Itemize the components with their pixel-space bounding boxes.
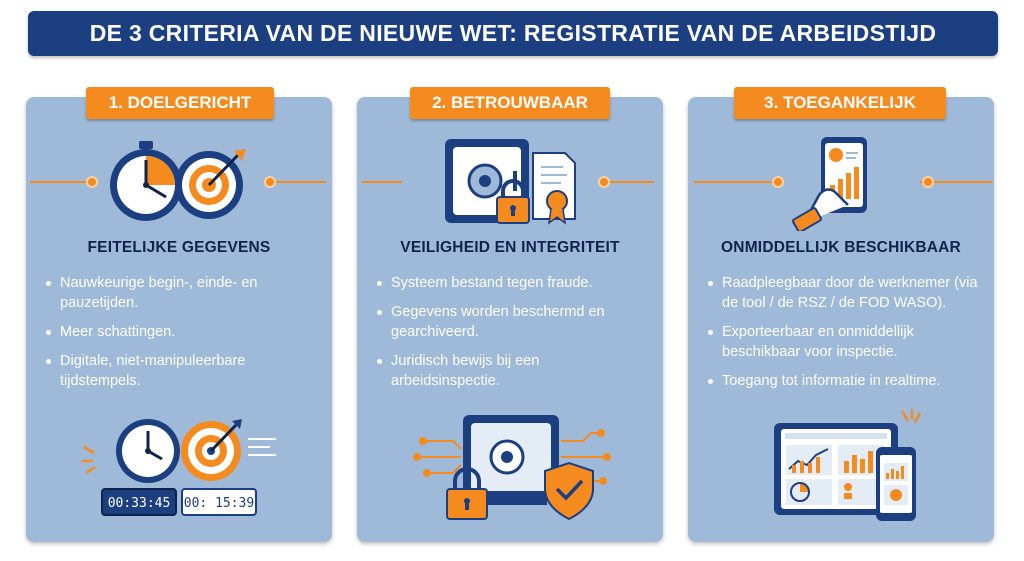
card-1-bottom-illustration: 00:33:45 00: 15:39 xyxy=(26,409,332,529)
card-1-list: Nauwkeurige begin-, einde- en pauzetijde… xyxy=(44,273,318,400)
list-item: Raadpleegbaar door de werknemer (via de … xyxy=(706,273,980,313)
list-item: Meer schattingen. xyxy=(44,322,318,342)
list-item: Toegang tot informatie in realtime. xyxy=(706,371,980,391)
page-title: DE 3 CRITERIA VAN DE NIEUWE WET: REGISTR… xyxy=(89,20,937,46)
connector-dot xyxy=(86,176,98,188)
target-icon xyxy=(181,419,242,481)
connector-line xyxy=(272,181,326,183)
card-1-top-illustration xyxy=(26,135,332,231)
criterion-card-1: FEITELIJKE GEGEVENS Nauwkeurige begin-, … xyxy=(26,97,332,542)
criterion-badge-3: 3. TOEGANKELIJK xyxy=(734,87,946,119)
target-icon xyxy=(175,149,246,219)
connector-dot xyxy=(772,176,784,188)
connector-dot xyxy=(922,176,934,188)
connector-line xyxy=(362,181,402,183)
circuit-safe-icon xyxy=(463,415,559,505)
connector-line xyxy=(30,181,92,183)
digital-timer-icon: 00:33:45 00: 15:39 xyxy=(101,488,257,516)
hand-phone-icon xyxy=(791,137,867,231)
certificate-icon xyxy=(532,152,576,225)
criterion-badge-1: 1. DOELGERICHT xyxy=(86,87,274,119)
spark-icon xyxy=(900,409,922,423)
padlock-icon xyxy=(496,179,530,224)
card-3-heading: ONMIDDELLIJK BESCHIKBAAR xyxy=(721,239,961,256)
connector-line xyxy=(604,181,654,183)
connector-dot xyxy=(264,176,276,188)
card-3-top-illustration xyxy=(688,135,994,231)
phone-dashboard-icon xyxy=(876,447,916,521)
speed-lines-icon xyxy=(248,438,276,456)
card-1-heading: FEITELIJKE GEGEVENS xyxy=(87,239,271,256)
list-item: Systeem bestand tegen fraude. xyxy=(375,273,649,293)
card-3-bottom-illustration xyxy=(688,409,994,529)
connector-line xyxy=(920,181,992,183)
spark-icon xyxy=(82,445,96,475)
timer-display: 00:33:45 xyxy=(108,496,171,511)
list-item: Juridisch bewijs bij een arbeidsinspecti… xyxy=(375,351,649,391)
clock-icon xyxy=(116,419,180,483)
card-2-heading: VEILIGHEID EN INTEGRITEIT xyxy=(400,239,620,256)
card-2-top-illustration xyxy=(357,135,663,231)
criterion-card-2: VEILIGHEID EN INTEGRITEIT Systeem bestan… xyxy=(357,97,663,542)
connector-line xyxy=(694,181,778,183)
criterion-card-3: ONMIDDELLIJK BESCHIKBAAR Raadpleegbaar d… xyxy=(688,97,994,542)
timer-display: 00: 15:39 xyxy=(184,496,254,511)
list-item: Nauwkeurige begin-, einde- en pauzetijde… xyxy=(44,273,318,313)
shield-check-icon xyxy=(544,461,594,521)
list-item: Gegevens worden beschermd en gearchiveer… xyxy=(375,302,649,342)
card-2-list: Systeem bestand tegen fraude. Gegevens w… xyxy=(375,273,649,400)
criterion-badge-2: 2. BETROUWBAAR xyxy=(410,87,610,119)
list-item: Exporteerbaar en onmiddellijk beschikbaa… xyxy=(706,322,980,362)
card-3-list: Raadpleegbaar door de werknemer (via de … xyxy=(706,273,980,400)
stopwatch-icon xyxy=(110,141,182,221)
title-bar: DE 3 CRITERIA VAN DE NIEUWE WET: REGISTR… xyxy=(28,11,998,56)
list-item: Digitale, niet-manipuleerbare tijdstempe… xyxy=(44,351,318,391)
card-2-bottom-illustration xyxy=(357,409,663,529)
connector-dot xyxy=(598,176,610,188)
padlock-icon xyxy=(446,467,488,520)
